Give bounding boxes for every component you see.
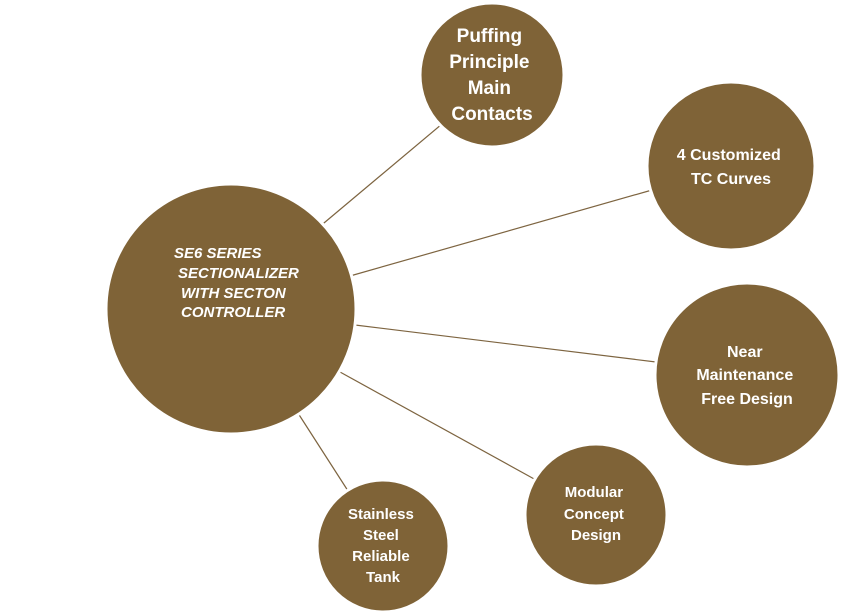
- node-modular-label: Modular Concept Design: [564, 484, 628, 544]
- center-label-line: WITH SECTON: [181, 285, 287, 302]
- node-tank: Stainless Steel Reliable Tank: [315, 478, 451, 611]
- connector-maintenance: [354, 324, 657, 363]
- node-label-line: Modular: [565, 484, 623, 501]
- node-puffing-label: Puffing Principle Main Contacts: [449, 26, 535, 125]
- node-label-line: Principle: [449, 52, 529, 73]
- node-tc-curves-label: 4 Customized TC Curves: [677, 147, 785, 188]
- node-puffing: Puffing Principle Main Contacts: [418, 1, 566, 149]
- node-label-line: Design: [571, 527, 621, 544]
- connector-puffing: [317, 123, 443, 229]
- node-label-line: Steel: [363, 527, 399, 544]
- node-label-line: Concept: [564, 506, 624, 523]
- node-tank-label: Stainless Steel Reliable Tank: [348, 506, 418, 586]
- node-label-line: Free Design: [701, 391, 793, 408]
- center-node: SE6 SERIES SECTIONALIZER WITH SECTON CON…: [104, 182, 358, 436]
- node-maintenance-label: Near Maintenance Free Design: [696, 344, 797, 408]
- node-label-line: Near: [727, 344, 763, 361]
- center-label-line: CONTROLLER: [181, 304, 285, 321]
- center-label: SE6 SERIES SECTIONALIZER WITH SECTON CON…: [174, 245, 303, 321]
- node-label-line: Tank: [366, 569, 401, 586]
- node-label-line: Stainless: [348, 506, 414, 523]
- node-tc-curves: 4 Customized TC Curves: [645, 80, 817, 252]
- node-label-line: TC Curves: [691, 171, 771, 188]
- connector-tc-curves: [349, 189, 653, 277]
- node-label-line: Reliable: [352, 548, 410, 565]
- node-modular: Modular Concept Design: [523, 442, 669, 588]
- center-label-line: SECTIONALIZER: [178, 265, 299, 282]
- node-label-line: Main: [468, 78, 511, 99]
- node-maintenance: Near Maintenance Free Design: [653, 281, 841, 469]
- node-label-line: Contacts: [451, 104, 532, 125]
- node-label-line: Maintenance: [696, 367, 793, 384]
- connector-modular: [339, 371, 537, 481]
- node-label-line: Puffing: [457, 26, 522, 47]
- node-label-line: 4 Customized: [677, 147, 781, 164]
- connector-tank: [295, 409, 351, 495]
- center-label-line: SE6 SERIES: [174, 245, 262, 262]
